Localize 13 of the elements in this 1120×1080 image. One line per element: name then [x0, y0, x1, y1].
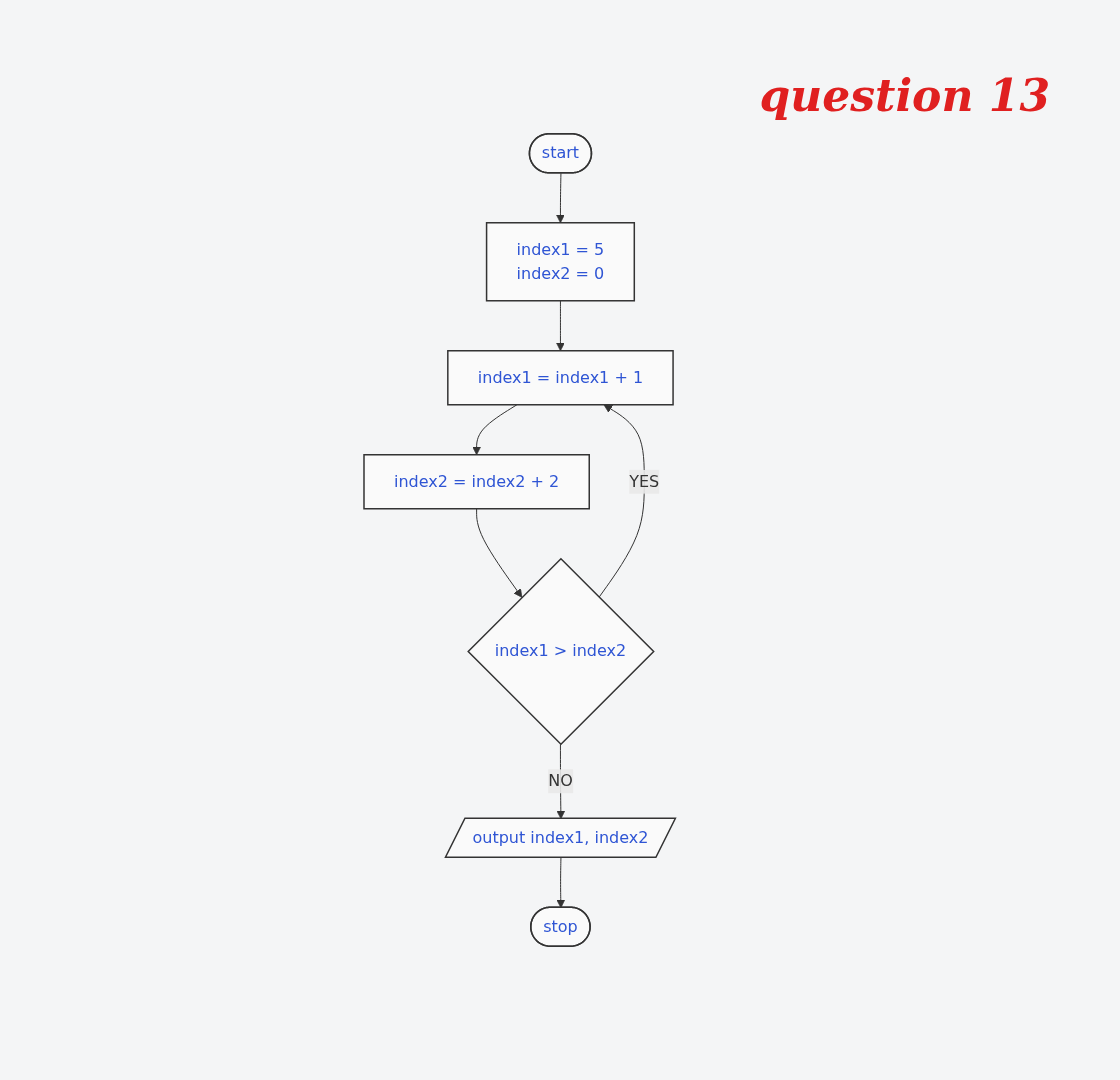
node-box: index1 = 5 index2 = 0	[486, 222, 636, 302]
arrow	[598, 404, 646, 598]
node-diamond: index1 > index2	[467, 557, 656, 746]
edge-label: NO	[548, 771, 574, 791]
edge-label: YES	[629, 471, 660, 491]
arrow	[556, 300, 566, 352]
arrow	[476, 508, 523, 598]
arrow	[556, 172, 566, 224]
arrow	[556, 857, 566, 909]
title: question 13	[759, 70, 1050, 121]
node-box: index2 = index2 + 2	[363, 454, 591, 510]
arrow	[472, 404, 518, 456]
node-box: index1 = index1 + 1	[447, 350, 675, 406]
